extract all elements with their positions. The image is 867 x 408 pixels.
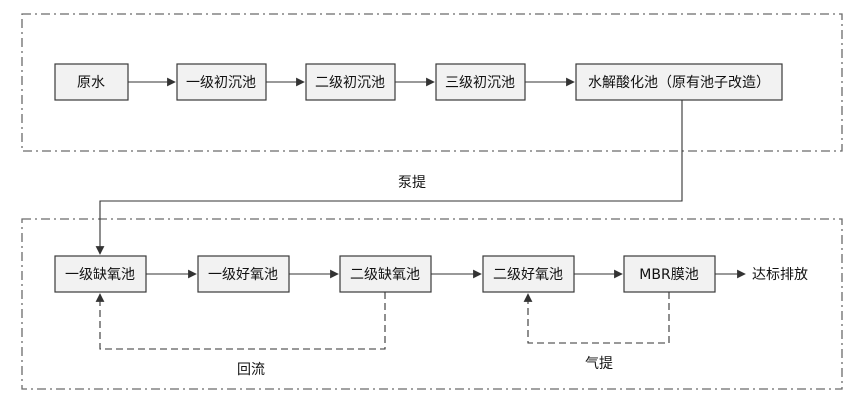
hydrolysis-acidification-tank-label: 水解酸化池（原有池子改造） — [588, 75, 770, 91]
pump-connector — [95, 100, 683, 255]
reflux-label: 回流 — [237, 362, 265, 378]
discharge-label: 达标排放 — [752, 267, 808, 283]
aerobic-tank-1-box: 一级好氧池 — [197, 255, 290, 293]
primary-settling-tank-2-box: 二级初沉池 — [305, 63, 396, 101]
reflux-loop — [95, 292, 386, 350]
pump-label: 泵提 — [398, 175, 426, 191]
primary-settling-tank-1-label: 一级初沉池 — [186, 74, 256, 91]
air-lift-loop — [523, 292, 670, 344]
anoxic-tank-1-label: 一级缺氧池 — [65, 267, 135, 283]
raw-water-box: 原水 — [54, 63, 129, 101]
mbr-membrane-tank-label: MBR膜池 — [639, 267, 698, 283]
biological-group-frame — [21, 218, 843, 390]
primary-settling-tank-2-label: 二级初沉池 — [315, 74, 385, 91]
aerobic-tank-1-label: 一级好氧池 — [208, 267, 278, 283]
aerobic-tank-2-label: 二级好氧池 — [493, 267, 563, 283]
pretreatment-group-frame — [21, 13, 843, 152]
anoxic-tank-2-box: 二级缺氧池 — [339, 255, 432, 293]
mbr-membrane-tank-box: MBR膜池 — [623, 255, 716, 293]
hydrolysis-acidification-tank-box: 水解酸化池（原有池子改造） — [575, 63, 783, 101]
aerobic-tank-2-box: 二级好氧池 — [482, 255, 575, 293]
raw-water-label: 原水 — [77, 75, 105, 91]
primary-settling-tank-1-box: 一级初沉池 — [176, 63, 267, 101]
primary-settling-tank-3-label: 三级初沉池 — [445, 74, 515, 91]
anoxic-tank-1-box: 一级缺氧池 — [54, 255, 147, 293]
air-lift-label: 气提 — [585, 356, 613, 372]
primary-settling-tank-3-box: 三级初沉池 — [435, 63, 526, 101]
anoxic-tank-2-label: 二级缺氧池 — [350, 267, 420, 283]
